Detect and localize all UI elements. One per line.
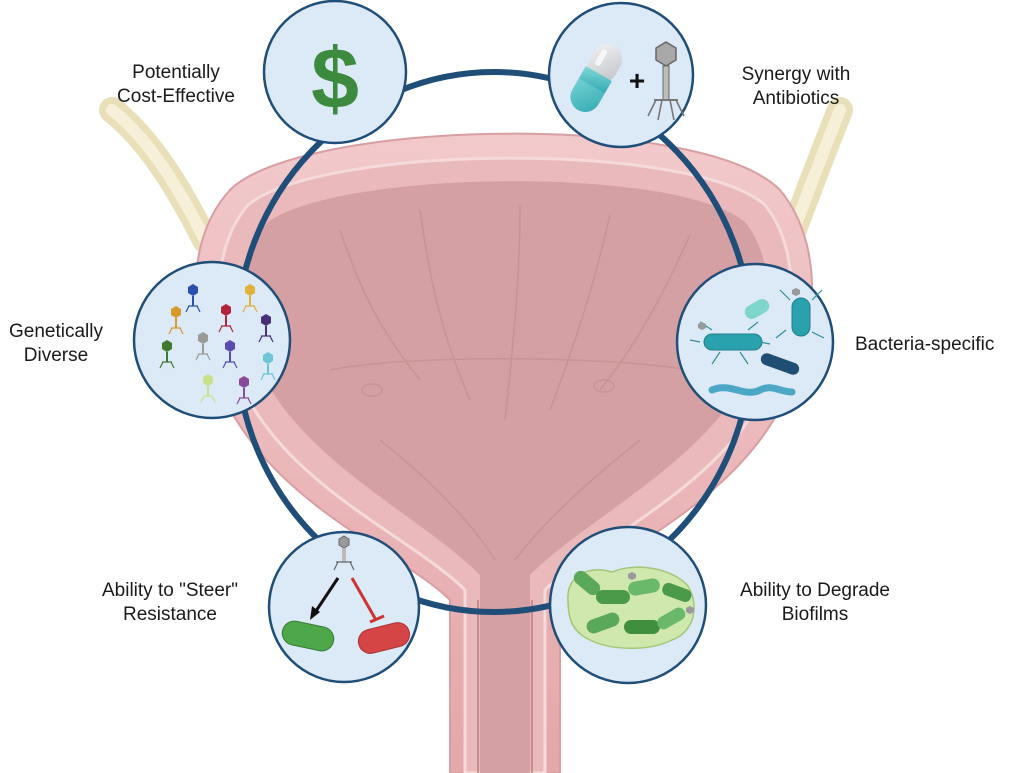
benefit-circle-synergy: + — [547, 1, 695, 149]
label-synergy: Synergy with Antibiotics — [716, 63, 876, 111]
biofilm-icon — [567, 566, 695, 649]
dollar-sign-icon: $ — [311, 31, 359, 127]
mucosal-folds — [329, 204, 691, 561]
benefit-circle-diverse — [132, 260, 292, 420]
label-cost-line1: Potentially — [132, 62, 220, 83]
label-synergy-line2: Antibiotics — [752, 88, 840, 109]
benefit-circle-steer — [267, 530, 421, 684]
left-ureter — [99, 97, 218, 253]
label-cost: Potentially Cost-Effective — [96, 61, 256, 109]
label-biofilm-line1: Ability to Degrade — [740, 580, 890, 601]
label-biofilm: Ability to Degrade Biofilms — [720, 579, 910, 627]
label-diverse-line2: Diverse — [23, 345, 89, 366]
label-cost-line2: Cost-Effective — [117, 86, 235, 107]
bacteriophage-icon — [647, 41, 685, 121]
label-synergy-line1: Synergy with — [741, 64, 851, 85]
label-steer-line1: Ability to "Steer" — [102, 580, 238, 601]
plus-sign: + — [629, 65, 645, 96]
label-specific-line1: Bacteria-specific — [855, 334, 995, 355]
urethra — [477, 600, 533, 773]
diverse-phages-icon — [159, 284, 276, 405]
antibiotic-capsule-icon — [570, 43, 623, 112]
bladder-lumen — [245, 181, 768, 773]
label-diverse: Genetically Diverse — [0, 320, 112, 368]
label-biofilm-line2: Biofilms — [781, 604, 849, 625]
label-steer-line2: Resistance — [123, 604, 217, 625]
bacteria-with-phages-icon — [689, 288, 825, 396]
phage-steer-arrows-icon — [281, 535, 411, 654]
label-steer: Ability to "Steer" Resistance — [80, 579, 260, 627]
benefit-circle-cost: $ — [262, 0, 408, 145]
label-specific: Bacteria-specific — [855, 333, 1023, 357]
benefit-circle-biofilm — [548, 525, 708, 685]
label-diverse-line1: Genetically — [9, 321, 103, 342]
benefit-circle-specific — [675, 262, 835, 422]
